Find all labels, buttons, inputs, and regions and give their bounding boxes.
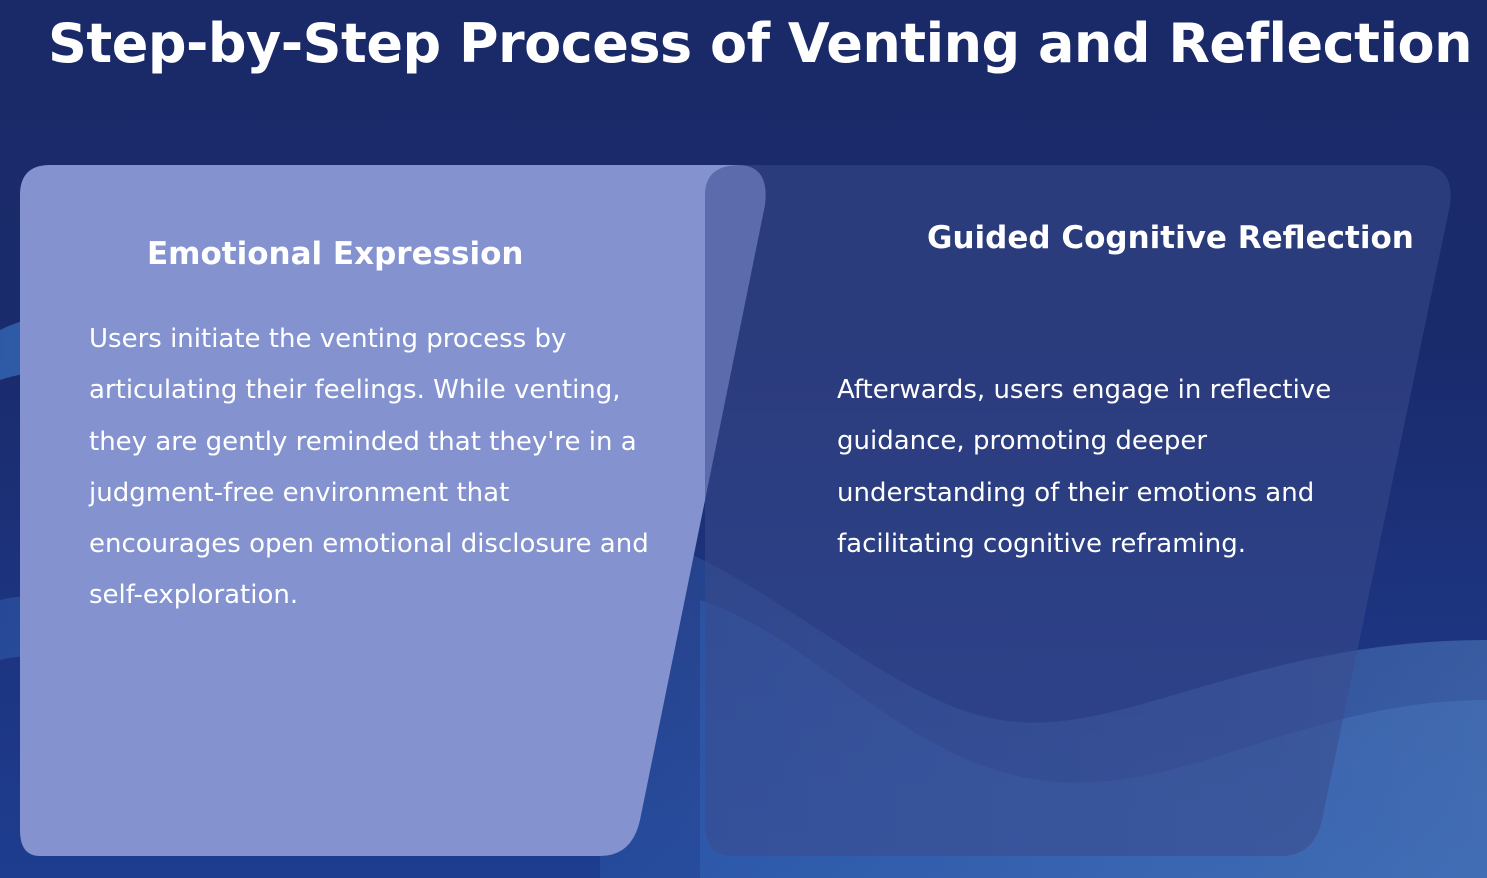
step-1-description: Users initiate the venting process by ar… — [89, 324, 649, 611]
card-guided-reflection-shape — [705, 165, 1451, 856]
step-1-heading: Emotional Expression — [147, 236, 524, 272]
step-2-heading: Guided Cognitive Reflection — [927, 220, 1414, 256]
card-emotional-expression-shape — [20, 165, 766, 856]
page-title: Step-by-Step Process of Venting and Refl… — [48, 12, 1473, 75]
step-2-description: Afterwards, users engage in reflective g… — [837, 375, 1332, 559]
